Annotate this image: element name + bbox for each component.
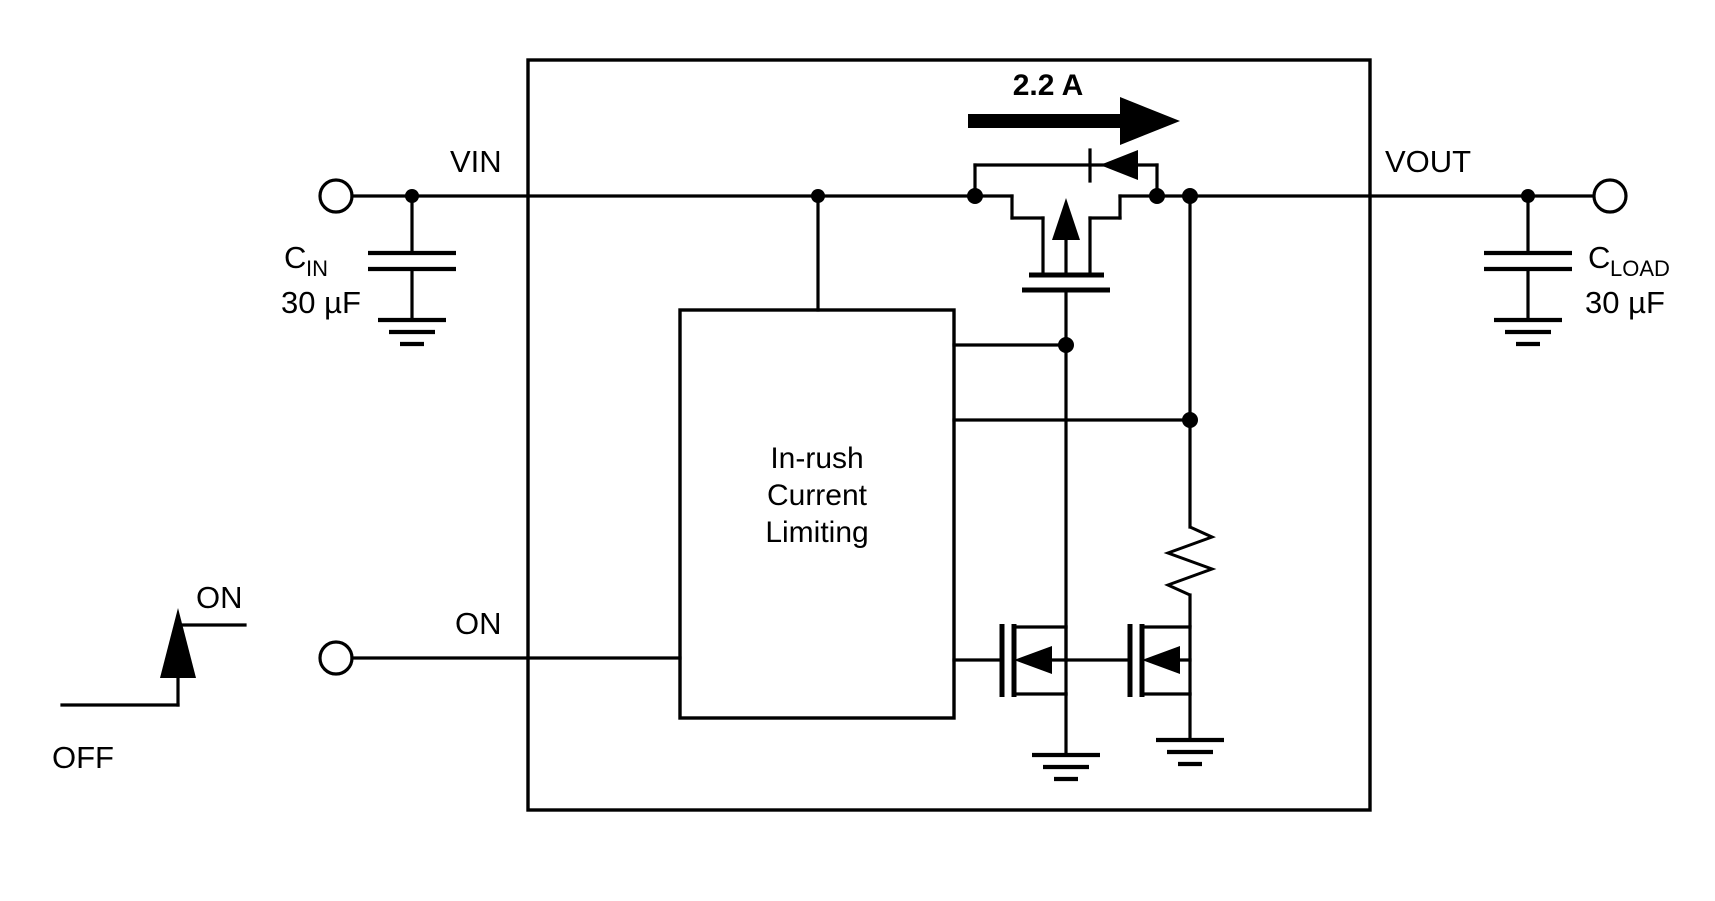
waveform-on-label: ON (196, 580, 243, 615)
nmos-right-bulk-arrow (1142, 646, 1180, 674)
current-value-label: 2.2 A (1013, 69, 1084, 102)
cload-label: C (1588, 240, 1610, 275)
nmos-left-bulk-arrow (1014, 646, 1052, 674)
current-arrow-head (1120, 97, 1180, 145)
cload-value-label: 30 µF (1585, 285, 1665, 320)
block-label-line3: Limiting (765, 516, 868, 549)
gate-pull-resistor (1163, 525, 1217, 597)
cin-label: C (284, 240, 306, 275)
ic-boundary-box (526, 58, 1372, 812)
cin-subscript: IN (306, 256, 328, 281)
cin-value-label: 30 µF (281, 285, 361, 320)
in-rush-current-limiting-block[interactable] (678, 308, 956, 720)
vout-label: VOUT (1385, 144, 1471, 179)
cload-subscript: LOAD (1610, 256, 1670, 281)
body-diode-triangle (1100, 150, 1138, 180)
waveform-up-arrow (160, 608, 196, 678)
block-label-line1: In-rush (770, 442, 863, 475)
pfet-bulk-arrow (1052, 198, 1080, 240)
vin-terminal[interactable] (318, 178, 354, 214)
on-pin-label: ON (455, 606, 502, 641)
vout-terminal[interactable] (1592, 178, 1628, 214)
block-label-line2: Current (767, 479, 868, 512)
current-arrow-shaft (968, 114, 1128, 128)
waveform-off-label: OFF (52, 740, 114, 775)
on-terminal[interactable] (318, 640, 354, 676)
vin-label: VIN (450, 144, 502, 179)
